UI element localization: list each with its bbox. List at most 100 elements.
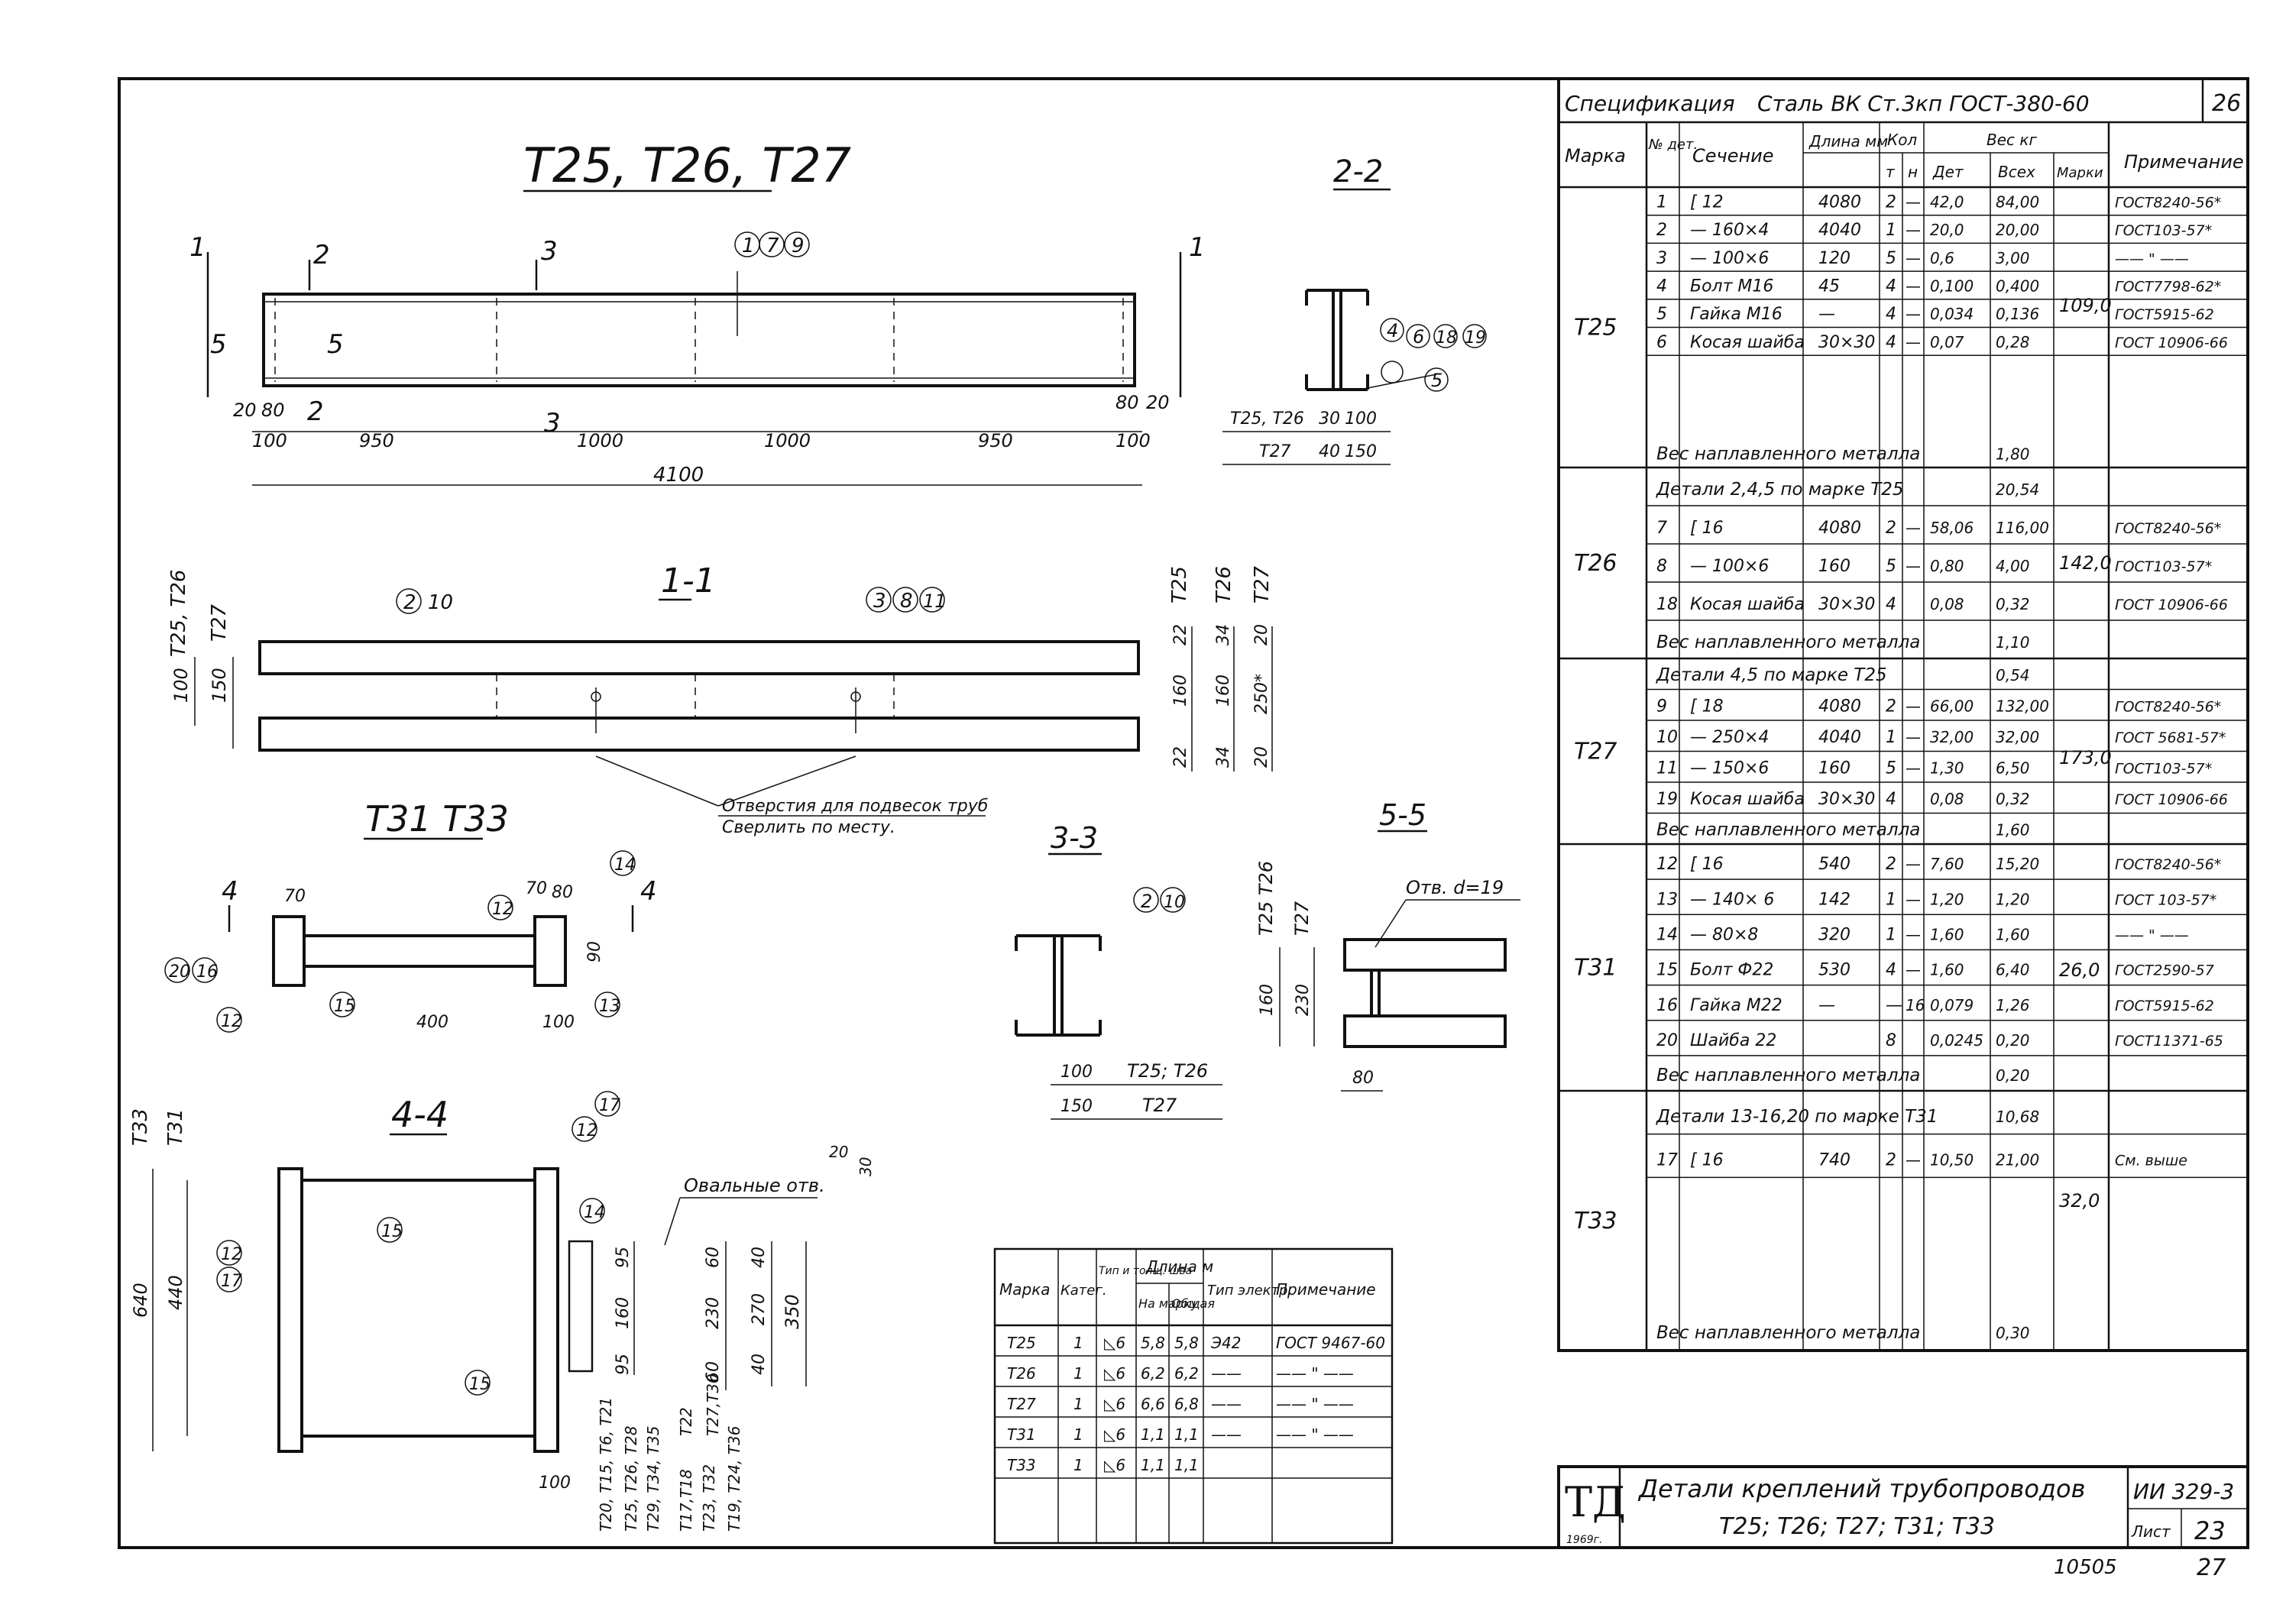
label: Т25, Т26, Т28	[622, 1426, 640, 1532]
spec-mark: Т27	[1574, 739, 1617, 765]
label: 20	[233, 400, 257, 421]
spec-qty-t: —	[1886, 996, 1902, 1015]
label: 26,0	[2059, 959, 2100, 981]
t31-t33-view: Т31 Т33 4 4 70 70 80 90 400 100 12 14 20…	[164, 798, 657, 1033]
t31-t33-title: Т31 Т33	[365, 798, 509, 839]
weld-cell-note: ГОСТ 9467-60	[1276, 1334, 1385, 1352]
label: Сверлить по месту.	[722, 818, 895, 837]
spec-section: — 250×4	[1690, 728, 1769, 747]
section-5-5: 5-5 Отв. d=19 Т25 Т26 Т27 160 230 80	[1255, 798, 1520, 1092]
spec-weight-det: 7,60	[1930, 855, 1964, 873]
label: 70	[526, 879, 547, 898]
spec-qty-t: 5	[1886, 249, 1896, 268]
label: 95	[614, 1354, 633, 1375]
label: 70	[284, 887, 306, 906]
label: 4	[640, 876, 657, 907]
spec-mark: Т25	[1574, 315, 1617, 341]
spec-qty-t: 1	[1886, 926, 1896, 945]
spec-length: 30×30	[1818, 333, 1875, 352]
spec-detail-no: 9	[1656, 697, 1667, 717]
spec-section: Косая шайба	[1690, 595, 1805, 614]
spec-weight-all: 0,20	[1996, 1066, 2030, 1085]
cut-label-3: 3	[541, 236, 558, 267]
label: 14	[614, 856, 636, 875]
spec-detail-no: 10	[1656, 728, 1678, 747]
spec-qty-n: —	[1906, 961, 1921, 979]
spec-detail-no: 17	[1656, 1150, 1678, 1169]
weld-cell-elec: ——	[1211, 1364, 1242, 1383]
label: 440	[165, 1275, 186, 1310]
label: 60	[704, 1247, 723, 1268]
spec-qty-n: —	[1906, 221, 1921, 239]
spec-qty-t: 4	[1886, 333, 1896, 352]
weld-cell-pm: 5,8	[1141, 1334, 1165, 1352]
spec-qty-n: —	[1906, 305, 1921, 323]
spec-weight-det: 10,50	[1930, 1150, 1974, 1169]
cut-label-3-bottom: 3	[544, 408, 561, 438]
spec-note: ГОСТ103-57*	[2115, 761, 2212, 778]
spec-weight-det: 0,80	[1930, 557, 1964, 575]
weld-cell-note: —— " ——	[1276, 1395, 1354, 1413]
label: 270	[750, 1293, 769, 1325]
spec-qty-n: —	[1906, 249, 1921, 267]
title-line-1: Детали креплений трубопроводов	[1637, 1474, 2085, 1503]
cut-label-2: 2	[313, 240, 330, 270]
label: 950	[359, 430, 394, 451]
section-1-1-title: 1-1	[661, 561, 716, 600]
label: 100	[170, 668, 192, 703]
spec-qty-t: 1	[1886, 221, 1896, 240]
spec-length: 45	[1818, 277, 1840, 296]
weld-cell-elec: ——	[1211, 1425, 1242, 1444]
title-logo: ТД	[1565, 1478, 1626, 1526]
weld-cell-type: ◺6	[1104, 1364, 1125, 1383]
label: 4	[222, 876, 238, 907]
spec-weld-weight: Вес наплавленного металла	[1656, 1323, 1920, 1343]
spec-section: Косая шайба	[1690, 333, 1805, 352]
spec-weight-det: 0,07	[1930, 333, 1964, 351]
label: Т27	[1291, 901, 1313, 936]
label: 60	[704, 1361, 723, 1383]
spec-length: 4080	[1818, 519, 1861, 538]
label: 109,0	[2059, 295, 2112, 316]
spec-weight-det: 0,08	[1930, 595, 1964, 613]
spec-note: ГОСТ11371-65	[2115, 1033, 2223, 1050]
label: Т27	[1142, 1095, 1177, 1116]
label: Общая	[1171, 1296, 1215, 1311]
holes-note: Отверстия для подвесок труб	[722, 797, 988, 816]
spec-weight-all: 0,136	[1996, 305, 2039, 323]
label: 350	[782, 1294, 803, 1329]
spec-note: —— " ——	[2115, 927, 2189, 944]
label: Т27,Т30	[704, 1373, 722, 1436]
spec-qty-t: 8	[1886, 1031, 1896, 1050]
spec-note: ГОСТ8240-56*	[2115, 520, 2221, 537]
section-1-1: 1-1 2 10 3 8 11 Отверстия для подвесок т…	[167, 561, 1274, 837]
spec-section: — 160×4	[1690, 221, 1769, 240]
spec-qty-t: 1	[1886, 890, 1896, 909]
spec-qty-t: 2	[1886, 1150, 1896, 1169]
label: 95	[614, 1247, 633, 1268]
spec-length: 320	[1818, 926, 1850, 945]
label: Тип и толщ. шва	[1099, 1265, 1192, 1277]
weld-cell-mark: Т31	[1007, 1425, 1036, 1444]
section-5-5-title: 5-5	[1379, 798, 1426, 832]
spec-section: Гайка М22	[1690, 996, 1782, 1015]
spec-detail-no: 11	[1656, 759, 1678, 778]
spec-note: ГОСТ7798-62*	[2115, 279, 2221, 296]
spec-weld-weight: Вес наплавленного металла	[1656, 445, 1920, 464]
label: 80	[552, 883, 573, 902]
spec-section: Болт М16	[1690, 277, 1773, 296]
weld-cell-cat: 1	[1073, 1425, 1083, 1444]
label: н	[1908, 163, 1918, 181]
spec-section: — 80×8	[1690, 926, 1758, 945]
label: 173,0	[2059, 747, 2112, 768]
